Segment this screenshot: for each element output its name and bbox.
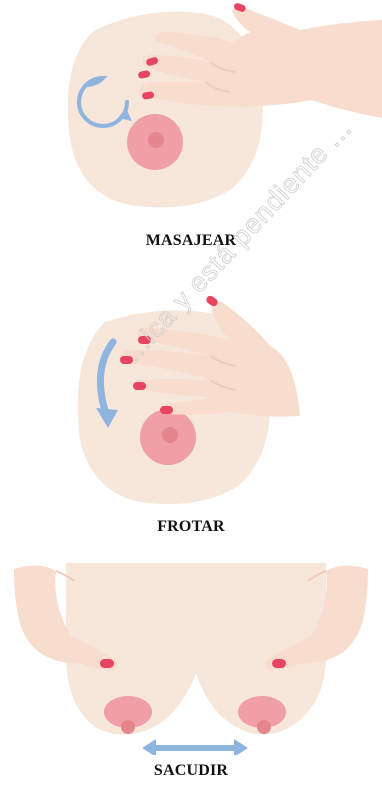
nail — [120, 356, 133, 364]
nipple — [162, 427, 178, 443]
nipple-right — [257, 720, 271, 734]
massage-illustration — [0, 0, 382, 215]
nipple — [148, 132, 164, 148]
nail — [138, 336, 151, 344]
shake-illustration — [0, 555, 382, 755]
shake-illustration-svg — [0, 555, 382, 755]
nail — [272, 659, 286, 668]
nail — [160, 406, 173, 414]
nipple-left — [121, 720, 135, 734]
massage-illustration-svg — [0, 0, 382, 215]
caption-shake: SACUDIR — [0, 762, 382, 780]
rub-illustration-svg — [0, 290, 382, 510]
double-horizontal-arrow-icon — [142, 739, 248, 755]
nail — [133, 382, 146, 390]
caption-rub: FROTAR — [0, 518, 382, 536]
nail — [100, 659, 114, 668]
caption-massage: MASAJEAR — [0, 232, 382, 250]
rub-illustration — [0, 290, 382, 510]
